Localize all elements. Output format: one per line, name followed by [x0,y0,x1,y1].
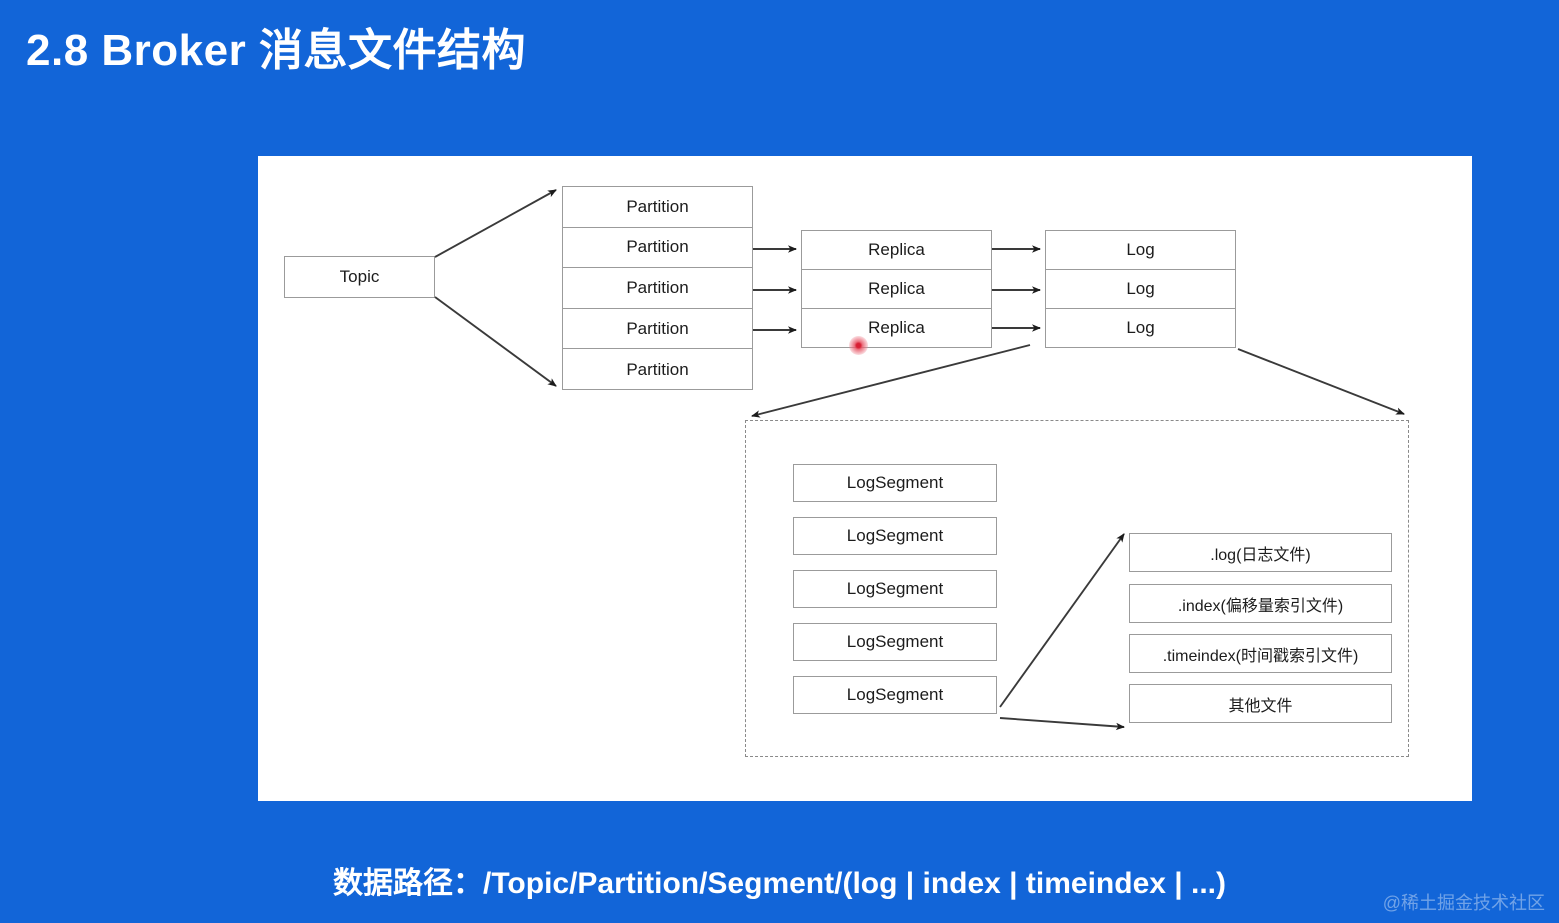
topic-label: Topic [339,267,380,286]
partition-label: Partition [626,277,689,297]
segment-file-log-box[interactable]: .log(日志文件) [1129,533,1392,572]
replica-row[interactable]: Replica [802,231,991,270]
partition-row[interactable]: Partition [563,228,752,269]
replica-stack: Replica Replica Replica [801,230,992,348]
partition-row[interactable]: Partition [563,349,752,390]
segment-file-label: 其他文件 [1228,697,1293,715]
mouse-cursor-highlight [849,336,868,355]
partition-label: Partition [626,318,689,338]
logsegment-label: LogSegment [846,473,944,492]
replica-row[interactable]: Replica [802,270,991,309]
log-row[interactable]: Log [1046,309,1235,347]
segment-file-label: .index(偏移量索引文件) [1177,597,1344,615]
log-label: Log [1126,279,1155,298]
replica-row[interactable]: Replica [802,309,991,347]
logsegment-label: LogSegment [846,632,944,651]
log-row[interactable]: Log [1046,270,1235,309]
data-path-caption: 数据路径：/Topic/Partition/Segment/(log | ind… [332,867,1227,900]
logsegment-detail-region [745,420,1409,757]
logsegment-box[interactable]: LogSegment [793,517,997,555]
segment-file-other-box[interactable]: 其他文件 [1129,684,1392,723]
log-label: Log [1126,240,1155,259]
segment-file-index-box[interactable]: .index(偏移量索引文件) [1129,584,1392,623]
partition-label: Partition [626,359,689,379]
logsegment-box[interactable]: LogSegment [793,623,997,661]
partition-row[interactable]: Partition [563,309,752,350]
partition-stack: Partition Partition Partition Partition … [562,186,753,390]
logsegment-label: LogSegment [846,526,944,545]
replica-label: Replica [868,240,925,259]
page-title: 2.8 Broker 消息文件结构 [26,26,526,75]
partition-row[interactable]: Partition [563,268,752,309]
replica-label: Replica [868,318,925,337]
segment-file-label: .timeindex(时间戳索引文件) [1162,647,1359,665]
logsegment-box[interactable]: LogSegment [793,676,997,714]
logsegment-label: LogSegment [846,685,944,704]
partition-label: Partition [626,196,689,216]
log-stack: Log Log Log [1045,230,1236,348]
log-row[interactable]: Log [1046,231,1235,270]
partition-row[interactable]: Partition [563,187,752,228]
logsegment-label: LogSegment [846,579,944,598]
watermark: @稀土掘金技术社区 [1382,893,1545,913]
replica-label: Replica [868,279,925,298]
log-label: Log [1126,318,1155,337]
topic-box[interactable]: Topic [284,256,435,298]
logsegment-box[interactable]: LogSegment [793,464,997,502]
logsegment-box[interactable]: LogSegment [793,570,997,608]
segment-file-timeindex-box[interactable]: .timeindex(时间戳索引文件) [1129,634,1392,673]
partition-label: Partition [626,237,689,257]
diagram-panel: Topic Partition Partition Partition Part… [258,156,1472,801]
segment-file-label: .log(日志文件) [1210,546,1311,564]
